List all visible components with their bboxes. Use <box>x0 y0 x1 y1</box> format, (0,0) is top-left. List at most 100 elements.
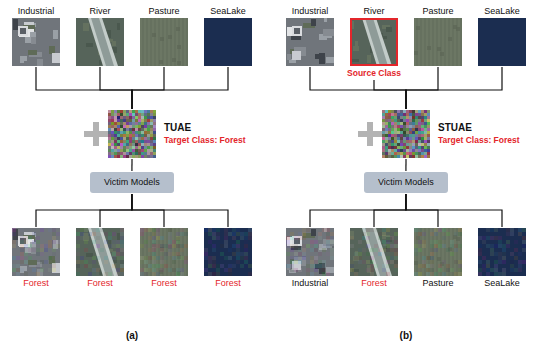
pixel-block <box>76 244 80 248</box>
pixel-block <box>400 143 403 146</box>
prediction-label: Forest <box>68 278 132 289</box>
pixel-block <box>498 240 502 244</box>
pixel-block <box>111 131 114 134</box>
pixel-block <box>40 268 44 272</box>
pixel-block <box>160 264 164 268</box>
pixel-block <box>430 244 434 248</box>
pixel-block <box>314 244 318 248</box>
pixel-block <box>412 152 415 155</box>
pixel-block <box>421 140 424 143</box>
pixel-block <box>228 264 232 268</box>
pixel-block <box>326 240 330 244</box>
pixel-block <box>84 248 88 252</box>
pixel-block <box>172 260 176 264</box>
pixel-block <box>318 260 322 264</box>
class-label: SeaLake <box>196 6 260 17</box>
pixel-block <box>409 140 412 143</box>
pixel-block <box>176 256 180 260</box>
pixel-block <box>156 18 158 66</box>
pixel-block <box>302 228 306 232</box>
pixel-block <box>415 155 418 158</box>
pixel-block <box>129 131 132 134</box>
pixel-block <box>228 256 232 260</box>
image-patch <box>286 228 334 276</box>
pixel-block <box>164 18 166 66</box>
pixel-block <box>382 110 385 113</box>
pixel-block <box>168 232 172 236</box>
pixel-block <box>446 264 450 268</box>
pixel-block <box>132 131 135 134</box>
pixel-block <box>391 122 394 125</box>
river-water <box>91 228 114 276</box>
pixel-block <box>96 240 100 244</box>
pixel-block <box>298 248 302 252</box>
model-box: Victim Models <box>90 172 174 193</box>
pixel-block <box>40 248 44 252</box>
pixel-block <box>415 113 418 116</box>
pixel-block <box>388 131 391 134</box>
pixel-block <box>522 248 526 252</box>
pixel-block <box>28 248 32 252</box>
pixel-block <box>111 113 114 116</box>
pixel-block <box>24 236 28 240</box>
image-frame <box>12 18 60 66</box>
pixel-block <box>108 236 112 240</box>
pixel-block <box>454 232 458 236</box>
pixel-block <box>370 256 374 260</box>
pixel-block <box>385 116 388 119</box>
pixel-block <box>382 240 386 244</box>
pixel-block <box>16 268 20 272</box>
pixel-block <box>120 146 123 149</box>
pixel-block <box>414 248 418 252</box>
pixel-block <box>212 232 216 236</box>
pixel-block <box>240 264 244 268</box>
pixel-block <box>330 248 334 252</box>
pixel-block <box>453 25 457 29</box>
pixel-block <box>450 18 452 66</box>
pixel-block <box>400 119 403 122</box>
pixel-block <box>510 252 514 256</box>
pixel-block <box>388 143 391 146</box>
pixel-block <box>490 252 494 256</box>
pixel-block <box>240 256 244 260</box>
pixel-block <box>388 146 391 149</box>
connector-line <box>374 80 406 109</box>
pixel-block <box>129 143 132 146</box>
pixel-block <box>482 256 486 260</box>
pixel-block <box>36 240 40 244</box>
pixel-block <box>391 146 394 149</box>
pixel-block <box>117 143 120 146</box>
pixel-block <box>385 110 388 113</box>
pixel-block <box>418 18 420 66</box>
pixel-block <box>180 18 182 66</box>
image-patch <box>414 18 462 66</box>
pixel-block <box>141 143 144 146</box>
pixel-block <box>424 134 427 137</box>
pixel-block <box>458 232 462 236</box>
pixel-block <box>114 137 117 140</box>
pixel-block <box>330 252 334 256</box>
pixel-block <box>114 125 117 128</box>
pixel-block <box>354 256 358 260</box>
pixel-block <box>430 252 434 256</box>
pixel-block <box>310 240 314 244</box>
pixel-block <box>403 131 406 134</box>
pixel-block <box>138 122 141 125</box>
pixel-block <box>141 128 144 131</box>
pixel-block <box>424 149 427 152</box>
pixel-block <box>116 252 120 256</box>
pixel-block <box>426 256 430 260</box>
pixel-block <box>212 260 216 264</box>
pixel-block <box>518 252 522 256</box>
pixel-block <box>382 125 385 128</box>
pixel-block <box>144 244 148 248</box>
pixel-block <box>104 244 108 248</box>
pixel-block <box>400 137 403 140</box>
pixel-block <box>448 37 452 41</box>
pixel-block <box>132 128 135 131</box>
pixel-block <box>150 122 153 125</box>
pixel-block <box>156 228 160 232</box>
pixel-block <box>388 152 391 155</box>
pixel-block <box>117 113 120 116</box>
pixel-block <box>244 248 248 252</box>
